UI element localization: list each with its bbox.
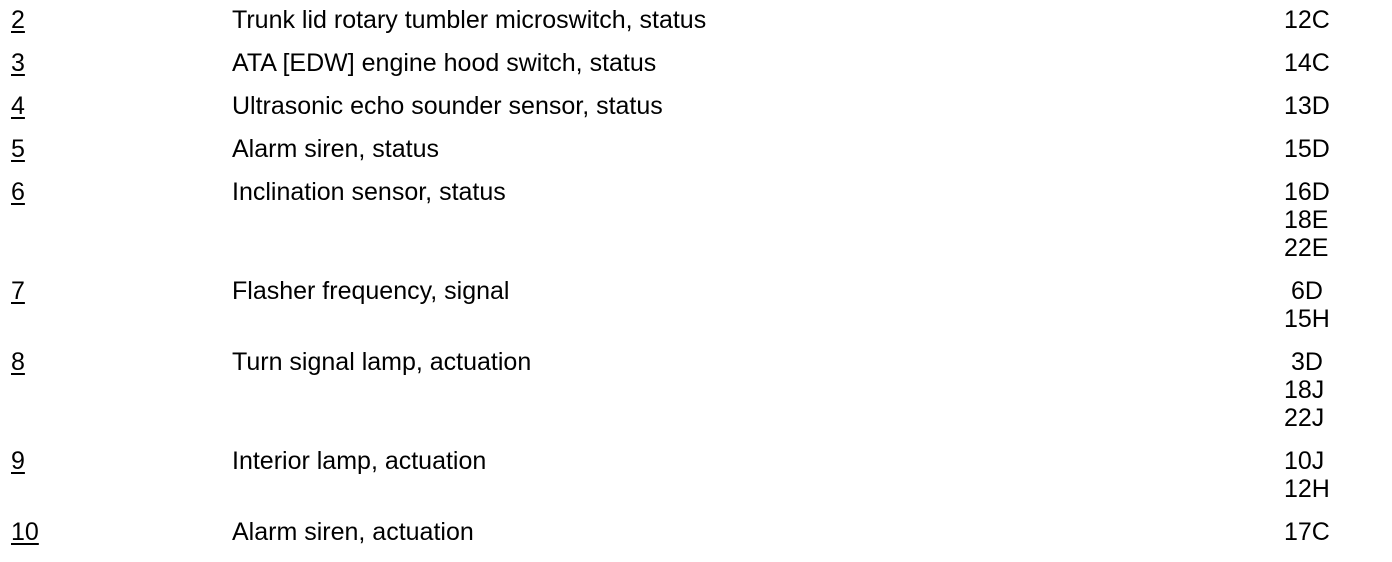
item-number-link[interactable]: 2: [11, 6, 25, 34]
item-description: Ultrasonic echo sounder sensor, status: [232, 92, 663, 120]
item-number-link[interactable]: 5: [11, 135, 25, 163]
item-number-link[interactable]: 9: [11, 447, 25, 475]
item-grid-refs: 13D: [1284, 92, 1392, 120]
grid-ref: 13D: [1284, 92, 1330, 120]
grid-ref: 12H: [1284, 475, 1330, 503]
legend-row: 3 ATA [EDW] engine hood switch, status 1…: [11, 49, 1392, 77]
grid-ref: 16D: [1284, 178, 1330, 206]
item-grid-refs: 14C: [1284, 49, 1392, 77]
item-description: Interior lamp, actuation: [232, 447, 487, 475]
legend-row: 5 Alarm siren, status 15D: [11, 135, 1392, 163]
legend-row: 2 Trunk lid rotary tumbler microswitch, …: [11, 6, 1392, 34]
grid-ref: 10J: [1284, 447, 1325, 475]
item-number-link[interactable]: 8: [11, 348, 25, 376]
grid-ref: 14C: [1284, 49, 1330, 77]
grid-ref: 18J: [1284, 376, 1325, 404]
item-number-cell: 7: [11, 277, 232, 305]
grid-ref: 18E: [1284, 206, 1329, 234]
item-number-link[interactable]: 4: [11, 92, 25, 120]
item-description: Inclination sensor, status: [232, 178, 506, 206]
item-number-cell: 8: [11, 348, 232, 376]
grid-ref: 3D: [1284, 348, 1323, 376]
item-number-cell: 5: [11, 135, 232, 163]
item-description: Turn signal lamp, actuation: [232, 348, 532, 376]
grid-ref: 15H: [1284, 305, 1330, 333]
legend-row: 10 Alarm siren, actuation 17C: [11, 518, 1392, 546]
item-description: Alarm siren, actuation: [232, 518, 474, 546]
grid-ref: 6D: [1284, 277, 1323, 305]
grid-ref: 17C: [1284, 518, 1330, 546]
grid-ref: 12C: [1284, 6, 1330, 34]
item-number-link[interactable]: 6: [11, 178, 25, 206]
item-number-link[interactable]: 7: [11, 277, 25, 305]
item-number-cell: 4: [11, 92, 232, 120]
item-number-cell: 10: [11, 518, 232, 546]
item-number-link[interactable]: 3: [11, 49, 25, 77]
grid-ref: 22E: [1284, 234, 1329, 262]
item-number-cell: 6: [11, 178, 232, 206]
item-grid-refs: 15D: [1284, 135, 1392, 163]
item-description: Flasher frequency, signal: [232, 277, 510, 305]
item-number-cell: 9: [11, 447, 232, 475]
grid-ref: 15D: [1284, 135, 1330, 163]
item-description: Trunk lid rotary tumbler microswitch, st…: [232, 6, 707, 34]
item-description: ATA [EDW] engine hood switch, status: [232, 49, 657, 77]
grid-ref: 22J: [1284, 404, 1325, 432]
item-grid-refs: 12C: [1284, 6, 1392, 34]
item-number-cell: 3: [11, 49, 232, 77]
item-number-link[interactable]: 10: [11, 518, 39, 546]
legend-row: 4 Ultrasonic echo sounder sensor, status…: [11, 92, 1392, 120]
item-number-cell: 2: [11, 6, 232, 34]
item-description: Alarm siren, status: [232, 135, 440, 163]
item-grid-refs: 17C: [1284, 518, 1392, 546]
